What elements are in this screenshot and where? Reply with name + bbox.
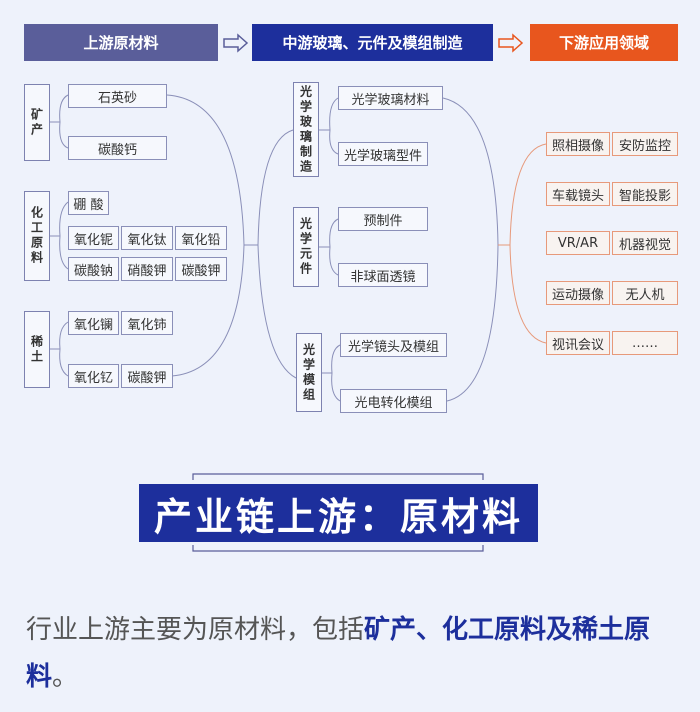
application-item: 运动摄像 <box>546 281 610 305</box>
category-glass: 光学玻璃制造 <box>293 82 319 177</box>
material-item: 硼 酸 <box>68 191 109 215</box>
material-item: 碳酸钙 <box>68 136 167 160</box>
material-item: 碳酸钾 <box>121 364 173 388</box>
arrow-icon <box>498 33 524 53</box>
application-item: 安防监控 <box>612 132 678 156</box>
product-item: 光学镜头及模组 <box>340 333 447 357</box>
application-item: 智能投影 <box>612 182 678 206</box>
downstream-header: 下游应用领域 <box>530 24 678 61</box>
material-item: 碳酸钾 <box>175 257 227 281</box>
midstream-header: 中游玻璃、元件及模组制造 <box>252 24 493 61</box>
application-item: 机器视觉 <box>612 231 678 255</box>
description-end: 。 <box>52 662 79 692</box>
material-item: 硝酸钾 <box>121 257 173 281</box>
product-item: 预制件 <box>338 207 428 231</box>
material-item: 氧化铈 <box>121 311 173 335</box>
product-item: 光电转化模组 <box>340 389 447 413</box>
material-item: 石英砂 <box>68 84 167 108</box>
application-item: …… <box>612 331 678 355</box>
material-item: 碳酸钠 <box>68 257 119 281</box>
arrow-icon <box>223 33 249 53</box>
product-item: 光学玻璃材料 <box>338 86 443 110</box>
application-item: 无人机 <box>612 281 678 305</box>
description-highlight: 矿产、化工原料及稀土原料 <box>26 615 651 692</box>
application-item: 照相摄像 <box>546 132 610 156</box>
category-module: 光学模组 <box>296 333 322 412</box>
material-item: 氧化铌 <box>68 226 119 250</box>
product-item: 非球面透镜 <box>338 263 428 287</box>
category-mining: 矿产 <box>24 84 50 161</box>
material-item: 氧化钇 <box>68 364 119 388</box>
category-element: 光学元件 <box>293 207 319 287</box>
application-item: VR/AR <box>546 231 610 255</box>
description: 行业上游主要为原材料，包括矿产、化工原料及稀土原料。 <box>26 607 686 701</box>
material-item: 氧化铅 <box>175 226 227 250</box>
description-text: 行业上游主要为原材料，包括 <box>26 615 365 645</box>
application-item: 视讯会议 <box>546 331 610 355</box>
material-item: 氧化镧 <box>68 311 119 335</box>
product-item: 光学玻璃型件 <box>338 142 428 166</box>
banner-frame <box>192 473 484 552</box>
upstream-header: 上游原材料 <box>24 24 218 61</box>
category-chemical: 化工原料 <box>24 191 50 281</box>
application-item: 车载镜头 <box>546 182 610 206</box>
section-banner: 产业链上游：原材料 <box>139 484 538 542</box>
material-item: 氧化钛 <box>121 226 173 250</box>
category-rare-earth: 稀土 <box>24 311 50 388</box>
